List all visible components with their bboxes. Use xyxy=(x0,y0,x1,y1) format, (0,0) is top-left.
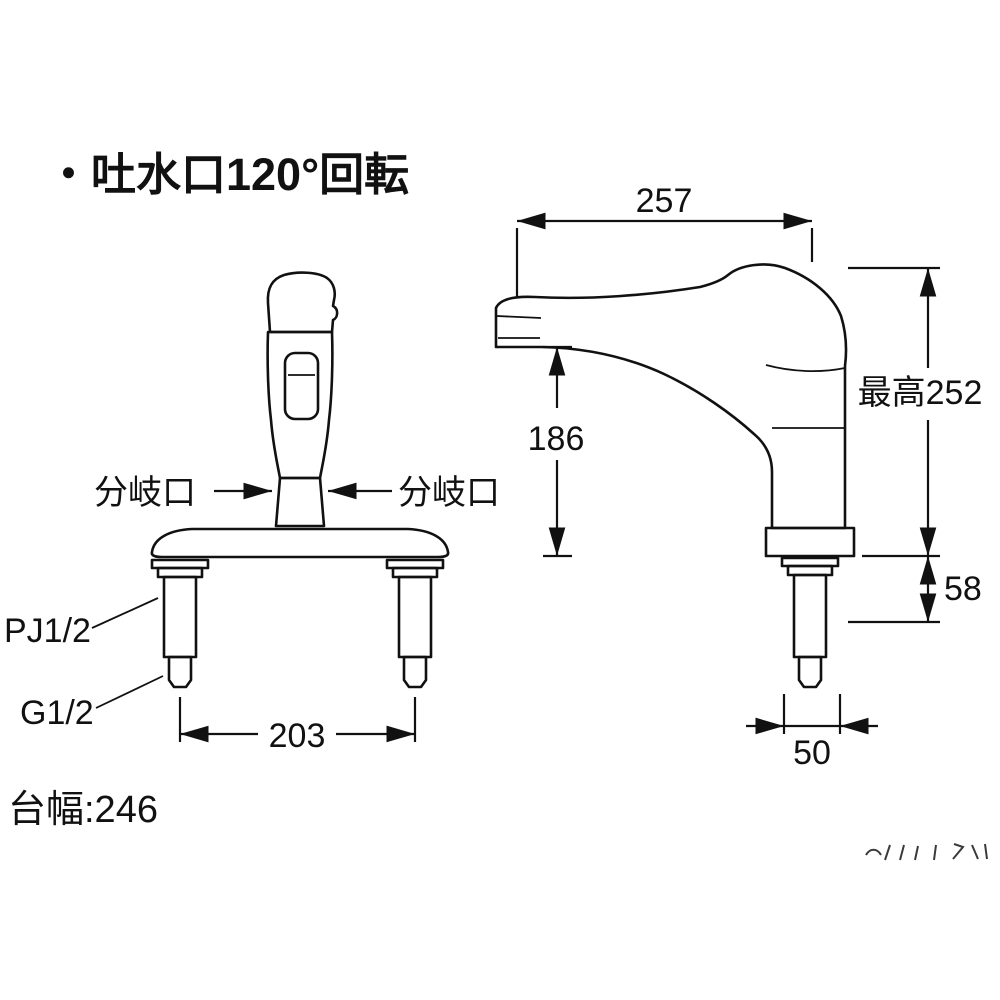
shank-tip xyxy=(402,655,428,689)
dim-spout-height: 186 xyxy=(528,345,585,558)
dim-max-height: 最高252 xyxy=(848,266,983,558)
g-label: G1/2 xyxy=(20,694,94,732)
artifact-mark xyxy=(914,845,919,861)
front-left-shank xyxy=(150,558,210,689)
under-deck-label: 58 xyxy=(944,570,982,608)
side-flange xyxy=(764,526,856,558)
shank-width-label: 50 xyxy=(793,734,831,772)
artifact-mark xyxy=(952,843,965,860)
dim-hole-pitch: 203 xyxy=(178,697,417,755)
max-height-label: 最高252 xyxy=(858,374,983,412)
g-leader-line xyxy=(95,675,164,709)
front-handle xyxy=(266,271,339,334)
artifact-mark xyxy=(899,844,905,861)
artifact-mark xyxy=(984,843,988,860)
spout-height-label: 186 xyxy=(528,420,585,458)
pj-label: PJ1/2 xyxy=(4,612,91,650)
side-shank xyxy=(780,556,840,689)
base-width-label: 台幅:246 xyxy=(8,789,158,831)
hole-pitch-label: 203 xyxy=(269,717,326,755)
shank-body xyxy=(792,573,828,659)
dim-under-deck: 58 xyxy=(848,556,982,624)
dim-shank-width: 50 xyxy=(746,694,878,772)
front-body-window xyxy=(283,351,320,421)
shank-tip xyxy=(167,655,193,689)
branch-left-label: 分岐口 xyxy=(94,474,196,512)
nut xyxy=(391,566,439,579)
shank-body xyxy=(162,575,198,659)
artifact-mark xyxy=(884,844,891,861)
spout-joint-line xyxy=(496,315,542,319)
artifact-mark xyxy=(971,844,979,860)
front-right-shank xyxy=(385,558,445,689)
side-outline xyxy=(494,263,848,530)
front-neck xyxy=(274,476,326,528)
front-view xyxy=(150,271,450,689)
nut xyxy=(156,566,204,579)
cropped-artifact xyxy=(865,843,988,861)
dim-spout-reach: 257 xyxy=(515,182,814,298)
artifact-mark xyxy=(865,848,882,856)
side-view xyxy=(494,263,856,689)
diagram-title: ・吐水口120°回転 xyxy=(46,149,409,200)
thread-upper-callout: PJ1/2 xyxy=(4,597,159,650)
front-base-plate xyxy=(150,527,450,559)
branch-right-label: 分岐口 xyxy=(398,474,500,512)
shank-body xyxy=(397,575,433,659)
thread-lower-callout: G1/2 xyxy=(20,675,164,732)
pj-leader-line xyxy=(91,597,159,629)
spout-reach-label: 257 xyxy=(636,182,693,220)
branch-port-right-callout: 分岐口 xyxy=(328,474,500,512)
nut xyxy=(786,564,834,577)
artifact-mark xyxy=(933,844,937,861)
branch-port-left-callout: 分岐口 xyxy=(94,474,272,512)
shank-tip xyxy=(797,655,823,689)
handle-joint-line xyxy=(765,364,846,373)
